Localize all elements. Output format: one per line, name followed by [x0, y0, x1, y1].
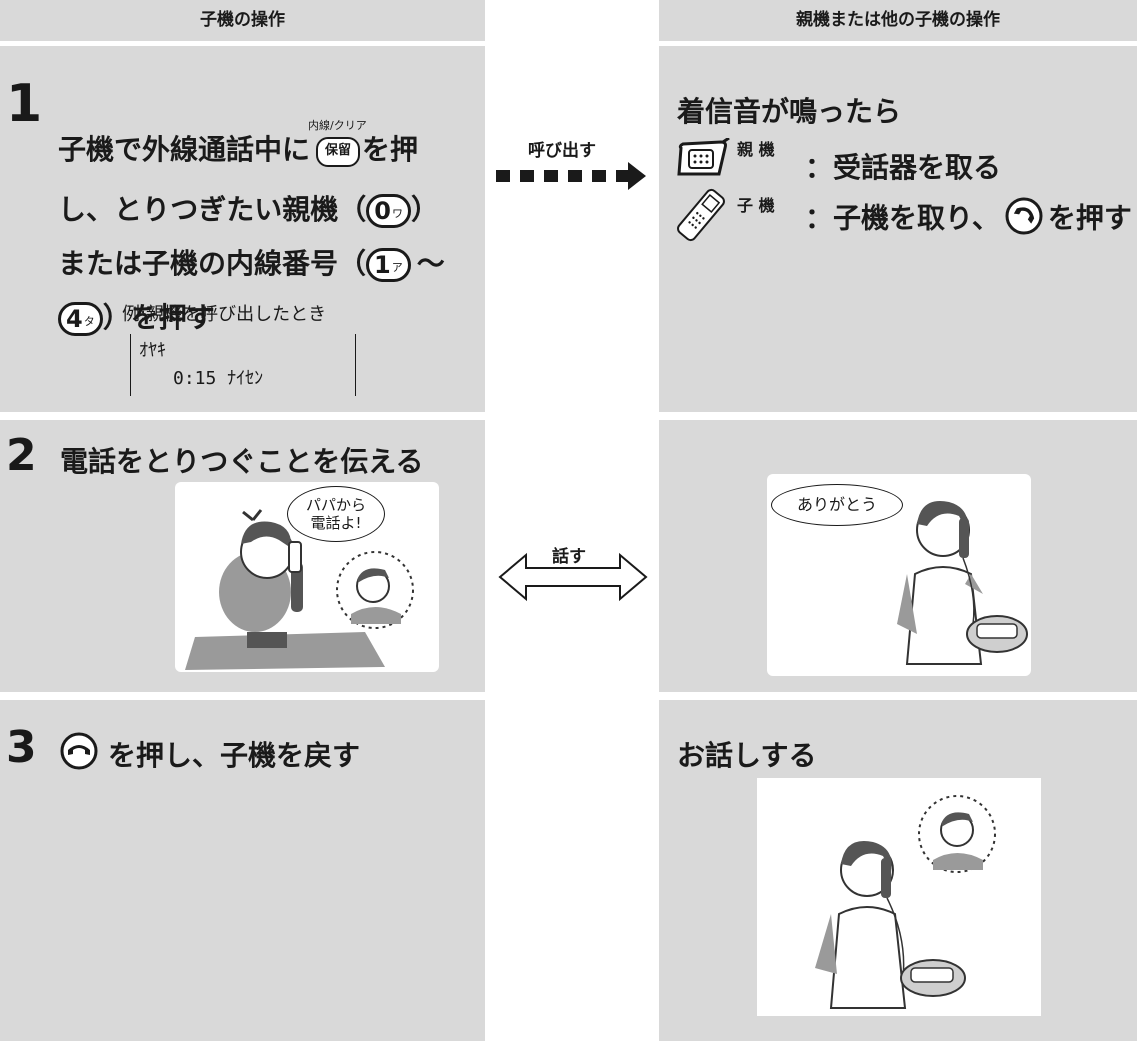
hold-key-caption: 内線/クリア	[308, 119, 367, 132]
talk-title: お話しする	[677, 739, 817, 772]
right3-illustration	[757, 778, 1041, 1016]
talk-arrow-label: 話す	[552, 547, 586, 567]
handset-icon	[675, 186, 727, 248]
hold-key: 内線/クリア保留	[308, 119, 367, 167]
handset-label: 子 機	[737, 196, 775, 215]
step3-text: を押し、子機を戻す	[108, 739, 361, 772]
step2-text: 電話をとりつぐことを伝える	[60, 445, 424, 478]
tilde: ～	[416, 247, 445, 280]
step1-text: ）を押す	[102, 301, 215, 334]
right1-panel: 着信音が鳴ったら 親 機 ：受話器を取る 子 機 ：子機を取り、 を押す	[659, 46, 1137, 412]
step1-text: または子機の内線番号（	[58, 247, 367, 280]
step1-text: 子機で外線通話中に	[58, 133, 311, 166]
ring-title: 着信音が鳴ったら	[677, 95, 902, 128]
hold-key-button: 保留	[316, 137, 361, 167]
right2-illustration: ありがとう	[767, 474, 1031, 676]
step1-line1: 子機で外線通話中に内線/クリア保留を押	[58, 119, 419, 173]
talk-key-icon	[1004, 196, 1044, 243]
right3-panel: お話しする	[659, 700, 1137, 1041]
call-arrow	[496, 162, 646, 190]
end-call-icon	[58, 730, 100, 776]
right-column-header: 親機または他の子機の操作	[659, 0, 1137, 41]
step-number: 2	[6, 430, 37, 481]
step-number: 3	[6, 722, 37, 773]
woman-answering-illustration	[897, 500, 1028, 665]
lcd-display: ｵﾔｷ 0:15 ﾅｲｾﾝ	[130, 334, 356, 396]
base-phone-icon	[675, 136, 731, 182]
step3-panel: 3 を押し、子機を戻す	[0, 700, 485, 1041]
lcd-line-2: 0:15 ﾅｲｾﾝ	[173, 368, 264, 389]
woman-talking-illustration	[815, 795, 996, 1009]
handset-action: ：子機を取り、 を押す	[805, 196, 1132, 243]
step1-text: ）	[411, 193, 440, 226]
step1-text: を押	[362, 133, 419, 166]
step2-panel: 2 電話をとりつぐことを伝える パパから 電話よ!	[0, 420, 485, 692]
base-action: ：受話器を取る	[805, 151, 1002, 184]
step2-illustration: パパから 電話よ!	[175, 482, 439, 672]
lcd-line-1: ｵﾔｷ	[139, 340, 166, 361]
step1-text: し、とりつぎたい親機（	[58, 193, 367, 226]
left-column-header: 子機の操作	[0, 0, 485, 41]
call-arrow-label: 呼び出す	[528, 141, 596, 161]
example-caption: 例:親機を呼び出したとき	[122, 304, 327, 325]
right2-panel: ありがとう	[659, 420, 1137, 692]
speech-bubble: パパから 電話よ!	[287, 486, 385, 542]
step-number: 1	[6, 74, 43, 134]
handset-action-text: ：子機を取り、	[805, 201, 1000, 235]
speech-bubble: ありがとう	[771, 484, 903, 526]
talk-double-arrow	[498, 552, 648, 602]
handset-action-text: を押す	[1047, 201, 1132, 235]
girl-calling-illustration	[185, 509, 414, 670]
base-label: 親 機	[737, 140, 775, 159]
